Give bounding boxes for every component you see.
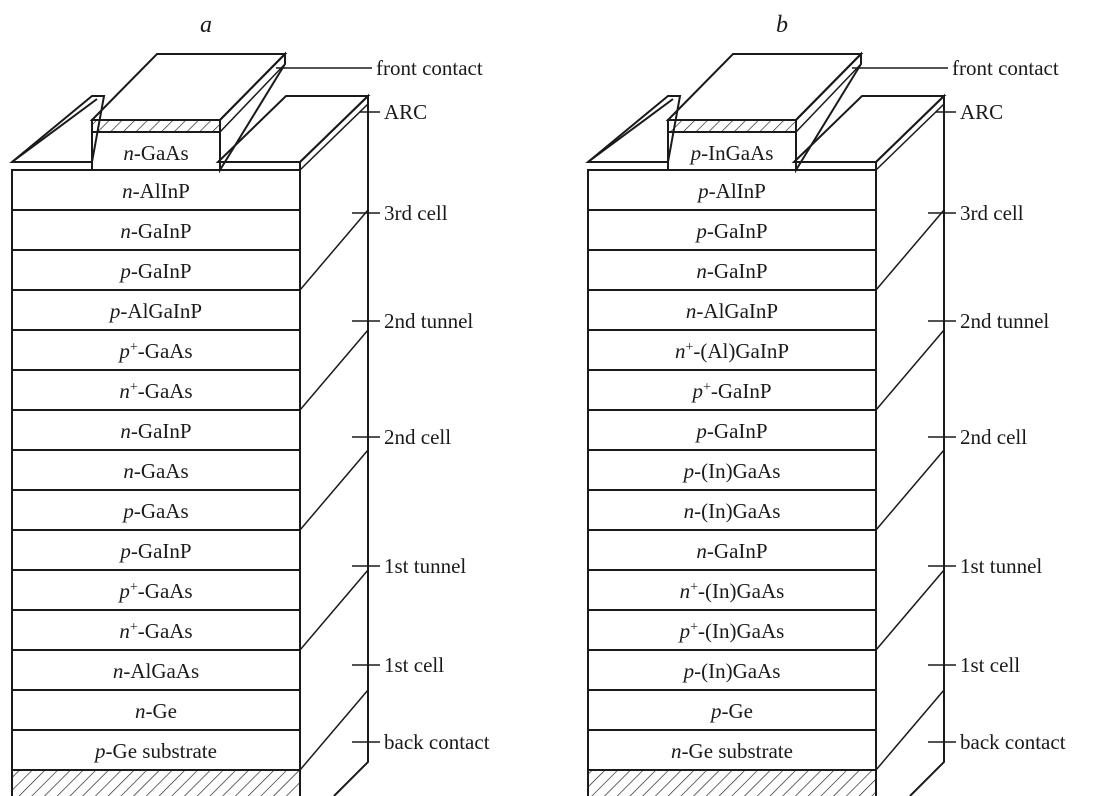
contact-side-edge bbox=[219, 63, 286, 133]
group-divider-3 bbox=[299, 449, 369, 531]
layer-5-label: n+-(Al)GaInP bbox=[675, 339, 789, 363]
back-contact-hatch bbox=[12, 770, 300, 796]
callout-1st-cell: 1st cell bbox=[384, 653, 444, 677]
group-divider-2 bbox=[875, 329, 945, 411]
group-divider-4 bbox=[875, 569, 945, 651]
top-face-right bbox=[791, 95, 947, 163]
callout-2nd-tunnel: 2nd tunnel bbox=[384, 309, 473, 333]
group-divider-4 bbox=[299, 569, 369, 651]
layer-11-label: n+-(In)GaAs bbox=[680, 579, 785, 603]
callout-front-contact: front contact bbox=[952, 56, 1059, 80]
callout-2nd-tunnel: 2nd tunnel bbox=[960, 309, 1049, 333]
layer-10-label: p-GaInP bbox=[118, 539, 191, 563]
layer-13-label: n-AlGaAs bbox=[113, 659, 199, 683]
layer-1-label: n-AlInP bbox=[122, 179, 190, 203]
callout-front-contact: front contact bbox=[376, 56, 483, 80]
layer-9-label: p-GaAs bbox=[121, 499, 188, 523]
group-divider-3 bbox=[875, 449, 945, 531]
diagram-b: b p-AlInP p-GaInP n-GaInP n-AlGaInP n+-(Al)Ga… bbox=[585, 12, 1066, 796]
layer-2-label: p-GaInP bbox=[694, 219, 767, 243]
group-divider-5 bbox=[299, 689, 369, 771]
callout-arc: ARC bbox=[960, 100, 1003, 124]
arc-edge bbox=[299, 103, 369, 171]
callout-back-contact: back contact bbox=[384, 730, 490, 754]
layer-12-label: p+-(In)GaAs bbox=[678, 619, 785, 643]
layer-14-label: p-Ge bbox=[709, 699, 753, 723]
layer-8-label: p-(In)GaAs bbox=[682, 459, 781, 483]
top-face-left bbox=[9, 95, 106, 163]
layer-15-label: n-Ge substrate bbox=[671, 739, 793, 763]
layer-13-label: p-(In)GaAs bbox=[682, 659, 781, 683]
contact-layer-label: p-InGaAs bbox=[689, 141, 774, 165]
contact-side-edge bbox=[795, 63, 862, 133]
group-divider-1 bbox=[299, 209, 369, 291]
front-contact-side bbox=[219, 51, 286, 174]
contact-layer-label: n-GaAs bbox=[123, 141, 188, 165]
group-divider-1 bbox=[875, 209, 945, 291]
layer-6-label: n+-GaAs bbox=[119, 379, 192, 403]
layer-10-label: n-GaInP bbox=[696, 539, 767, 563]
callout-back-contact: back contact bbox=[960, 730, 1066, 754]
stack-side-face bbox=[299, 93, 369, 796]
layer-7-label: p-GaInP bbox=[694, 419, 767, 443]
callout-1st-tunnel: 1st tunnel bbox=[960, 554, 1042, 578]
callout-2nd-cell: 2nd cell bbox=[384, 425, 451, 449]
group-divider-5 bbox=[875, 689, 945, 771]
diagram-title: b bbox=[776, 12, 788, 38]
layer-15-label: p-Ge substrate bbox=[93, 739, 217, 763]
layer-6-label: p+-GaInP bbox=[690, 379, 771, 403]
layer-1-label: p-AlInP bbox=[696, 179, 766, 203]
callout-1st-tunnel: 1st tunnel bbox=[384, 554, 466, 578]
layer-3-label: n-GaInP bbox=[696, 259, 767, 283]
contact-hatch bbox=[667, 119, 797, 133]
callout-arc: ARC bbox=[384, 100, 427, 124]
top-face-right bbox=[215, 95, 371, 163]
top-face-left bbox=[585, 95, 682, 163]
layer-8-label: n-GaAs bbox=[123, 459, 188, 483]
back-contact-hatch bbox=[588, 770, 876, 796]
front-contact-side bbox=[795, 51, 862, 174]
stack-side-face bbox=[875, 93, 945, 796]
layer-7-label: n-GaInP bbox=[120, 419, 191, 443]
layer-5-label: p+-GaAs bbox=[117, 339, 192, 363]
layer-11-label: p+-GaAs bbox=[117, 579, 192, 603]
callout-3rd-cell: 3rd cell bbox=[384, 201, 448, 225]
callout-3rd-cell: 3rd cell bbox=[960, 201, 1024, 225]
contact-hatch bbox=[91, 119, 221, 133]
layer-2-label: n-GaInP bbox=[120, 219, 191, 243]
diagram-title: a bbox=[200, 12, 212, 38]
layer-9-label: n-(In)GaAs bbox=[684, 499, 781, 523]
callout-2nd-cell: 2nd cell bbox=[960, 425, 1027, 449]
layer-14-label: n-Ge bbox=[135, 699, 177, 723]
layer-12-label: n+-GaAs bbox=[119, 619, 192, 643]
group-divider-2 bbox=[299, 329, 369, 411]
arc-edge bbox=[875, 103, 945, 171]
layer-4-label: p-AlGaInP bbox=[108, 299, 202, 323]
callout-1st-cell: 1st cell bbox=[960, 653, 1020, 677]
layer-4-label: n-AlGaInP bbox=[686, 299, 778, 323]
diagram-a: a n-AlInP n-GaInP p-GaInP p-AlGaInP p+-GaAs n+… bbox=[9, 12, 490, 796]
layer-3-label: p-GaInP bbox=[118, 259, 191, 283]
